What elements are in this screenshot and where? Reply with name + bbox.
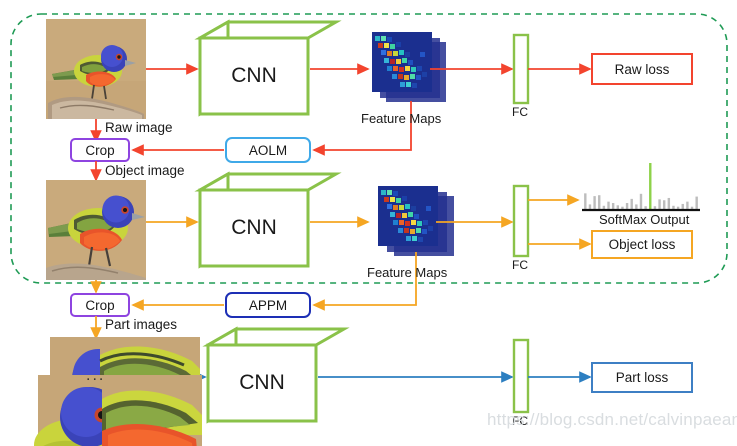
softmax-bar xyxy=(653,206,657,209)
softmax-bar-predicted xyxy=(649,163,652,209)
softmax-bar xyxy=(635,204,638,209)
part-images-label: Part images xyxy=(105,317,178,332)
softmax-bar xyxy=(695,196,698,209)
fc-box-object xyxy=(512,184,530,258)
softmax-bar xyxy=(630,198,633,209)
softmax-bar xyxy=(681,203,684,209)
softmax-bar xyxy=(616,205,619,209)
cnn-label-object: CNN xyxy=(231,216,277,239)
cnn-label-part: CNN xyxy=(239,371,285,394)
fc-label-part: FC xyxy=(512,414,528,428)
crop-box-bottom xyxy=(70,293,130,317)
feature-maps-raw xyxy=(372,32,446,102)
fc-box-part xyxy=(512,338,530,414)
feature-maps-object xyxy=(378,186,454,256)
softmax-bar xyxy=(611,203,615,209)
softmax-bar xyxy=(686,201,689,209)
crop-box-top xyxy=(70,138,130,162)
watermark-text: https://blog.csdn.net/calvinpaean xyxy=(487,410,737,429)
softmax-output-chart xyxy=(582,163,700,212)
raw-loss-label: Raw loss xyxy=(614,61,670,77)
softmax-bar xyxy=(690,206,694,209)
crop-label-top: Crop xyxy=(85,142,115,158)
aolm-box xyxy=(225,137,311,163)
dashed-enclosure-region xyxy=(10,13,728,284)
softmax-bar xyxy=(593,196,596,209)
softmax-bar xyxy=(602,205,606,209)
raw-loss-box xyxy=(591,53,693,85)
object-image-thumbnail xyxy=(44,178,148,282)
cnn-box-object xyxy=(194,171,342,269)
softmax-bar xyxy=(588,204,592,209)
part-loss-box xyxy=(591,362,693,393)
softmax-bar xyxy=(598,195,601,209)
softmax-bar xyxy=(639,193,643,209)
object-loss-label: Object loss xyxy=(608,237,676,252)
fc-box-raw xyxy=(512,33,530,105)
softmax-bar xyxy=(658,199,661,209)
softmax-bar xyxy=(584,193,587,209)
appm-box xyxy=(225,292,311,318)
cnn-label-raw: CNN xyxy=(231,64,277,87)
crop-label-bottom: Crop xyxy=(85,297,115,313)
fc-label-object: FC xyxy=(512,258,528,272)
cnn-box-part xyxy=(202,326,350,424)
softmax-bar xyxy=(607,201,610,209)
cnn-box-raw xyxy=(194,19,342,117)
raw-image-label: Raw image xyxy=(105,120,173,135)
softmax-bar xyxy=(625,203,629,209)
feature-maps-label-raw: Feature Maps xyxy=(361,111,442,126)
part-images-ellipsis: ... xyxy=(86,367,106,384)
arrow-featuremaps-to-aolm xyxy=(312,101,412,156)
softmax-output-label: SoftMax Output xyxy=(599,212,690,227)
softmax-bar xyxy=(672,205,675,209)
softmax-bar xyxy=(662,200,666,209)
fc-label-raw: FC xyxy=(512,105,528,119)
arrow-featuremaps-to-appm xyxy=(312,252,417,311)
feature-maps-label-object: Feature Maps xyxy=(367,265,448,280)
object-image-label: Object image xyxy=(105,163,185,178)
part-image-4 xyxy=(100,373,204,446)
appm-label: APPM xyxy=(248,297,288,313)
part-loss-label: Part loss xyxy=(615,370,669,385)
aolm-label: AOLM xyxy=(248,142,288,158)
object-loss-box xyxy=(591,230,693,259)
softmax-bar xyxy=(676,206,680,209)
softmax-bar xyxy=(644,206,647,209)
raw-image-thumbnail xyxy=(45,18,147,120)
softmax-bar xyxy=(667,197,671,209)
softmax-bar xyxy=(621,206,624,209)
